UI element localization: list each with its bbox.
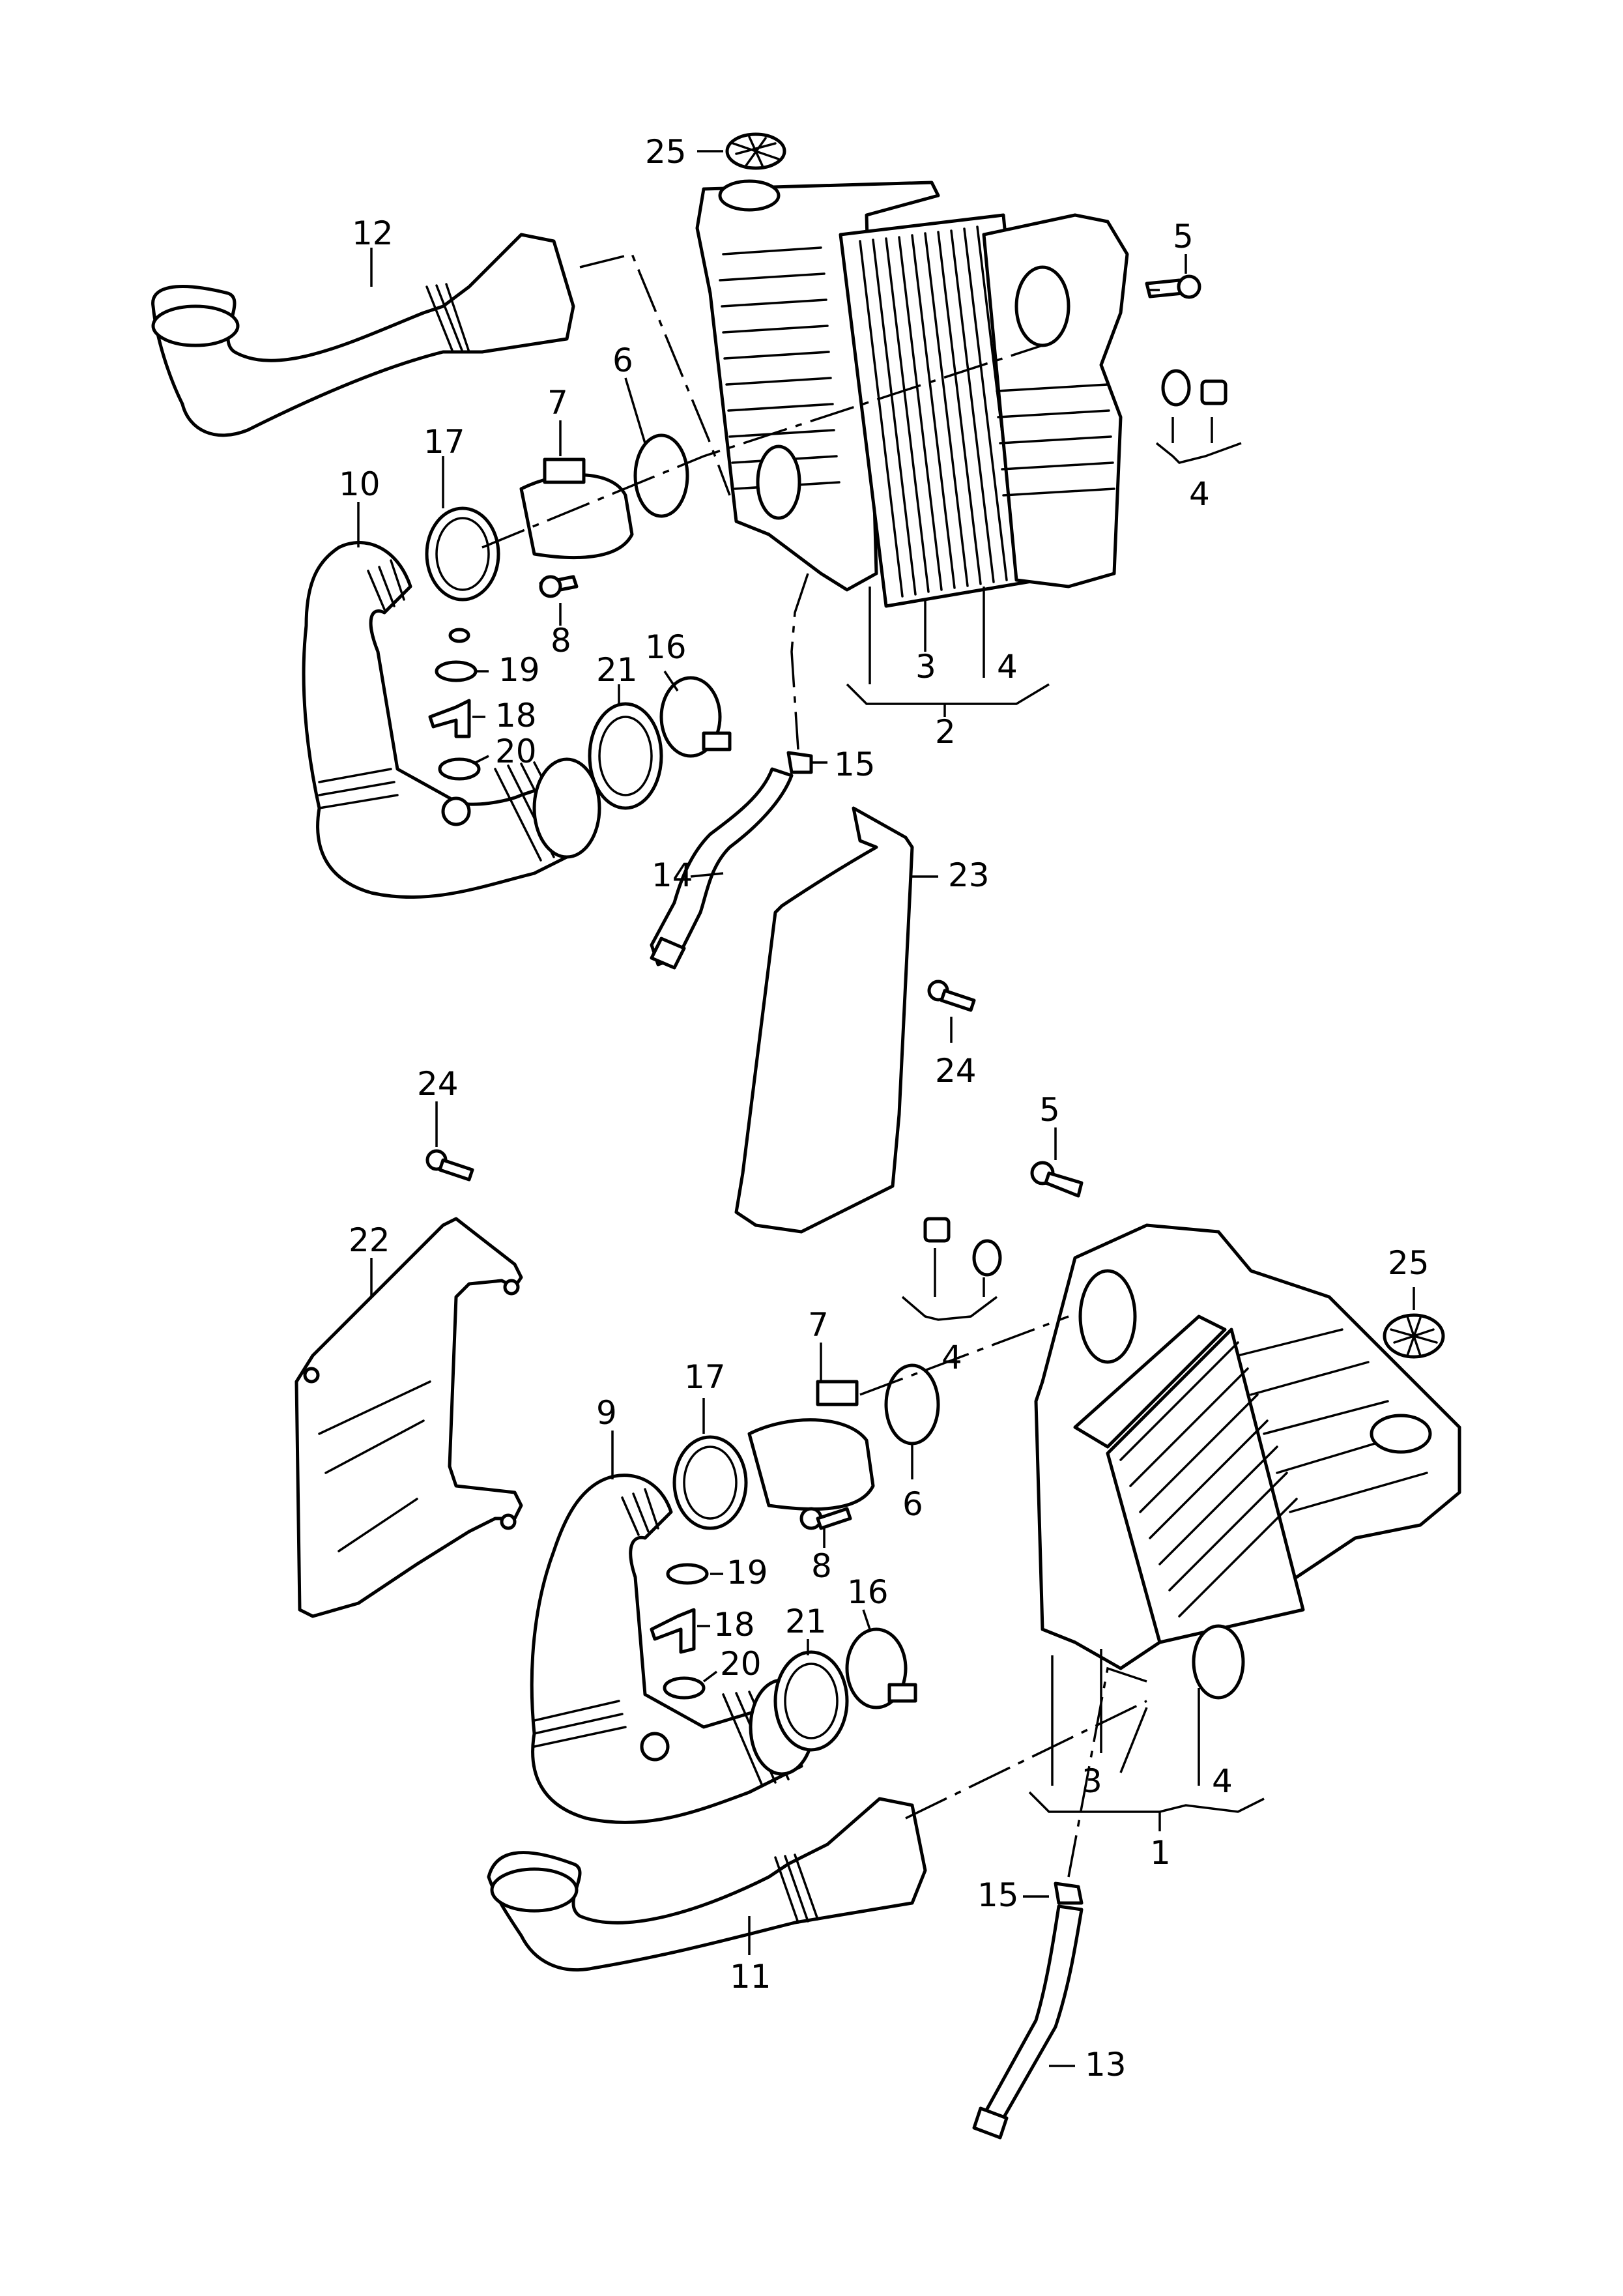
part-16-hose-clamp-bottom [845,1609,917,1709]
part-15-clip-bottom [1023,1882,1084,1905]
part-23-heat-shield-top [734,806,914,1234]
part-8-screw-bottom [799,1507,852,1548]
part-12-intake-duct-top [151,233,575,437]
label-16: 16 [847,1573,889,1611]
label-19: 19 [726,1554,768,1591]
label-2: 2 [935,713,956,751]
label-5: 5 [1039,1091,1060,1129]
label-14: 14 [652,856,693,894]
label-16: 16 [645,628,687,666]
air-filter-housing-top [695,179,1129,608]
label-20: 20 [720,1645,762,1683]
part-20-clip-bottom [663,1670,718,1700]
label-1: 1 [1150,1834,1171,1872]
part-19-clip-top [435,628,478,682]
part-6-o-ring-bottom [884,1363,940,1479]
label-6: 6 [902,1485,923,1523]
part-14-breather-hose-top [650,767,794,970]
label-24: 24 [417,1065,459,1103]
part-5-screw-bottom [1030,1127,1084,1198]
label-22: 22 [349,1221,390,1259]
label-17: 17 [424,423,465,461]
bottom-assembly: 24 5 22 25 7 17 4 9 6 19 8 16 18 21 20 3… [294,1065,1461,2140]
part-13-breather-hose-bottom [972,1904,1084,2140]
part-25-grille-cap-bottom [1383,1287,1445,1359]
part-8-screw-top [539,575,579,598]
label-15: 15 [834,746,876,783]
label-8: 8 [551,622,571,660]
part-25-grille-cap-top [697,132,786,170]
part-22-heat-shield-bottom [294,1217,523,1618]
label-19: 19 [498,651,540,689]
part-4-grommets-bottom [901,1217,1002,1321]
label-5: 5 [1173,218,1194,255]
part-10-intake-pipe-top [302,541,601,899]
part-24-screw-bottom [425,1101,474,1182]
part-24-screw-top [927,980,976,1012]
part-15-clip-top [786,751,813,774]
label-20: 20 [495,733,537,770]
label-25: 25 [645,133,687,171]
label-7: 7 [547,384,568,422]
label-15: 15 [977,1876,1019,1914]
label-21: 21 [596,651,638,689]
label-4-filter: 4 [1212,1762,1233,1800]
part-21-coupling-top [588,702,663,810]
label-4-grommets: 4 [1189,475,1210,513]
part-21-coupling-bottom [773,1639,849,1752]
label-17: 17 [684,1358,726,1396]
label-18: 18 [495,697,537,734]
part-19-clip-bottom [666,1563,723,1585]
part-17-clamp-top [425,506,500,602]
label-25: 25 [1388,1244,1429,1282]
label-13: 13 [1085,2046,1127,2084]
label-18: 18 [713,1606,755,1644]
part-17-clamp-bottom [672,1398,748,1530]
part-7-mass-air-flow-sensor-bottom [747,1343,875,1511]
label-7: 7 [808,1306,829,1344]
part-11-intake-duct-bottom [487,1797,927,1972]
part-4-grommets-top [1155,369,1242,464]
label-21: 21 [785,1603,827,1640]
part-16-hose-clamp-top [659,676,732,758]
part-5-screw-top [1145,274,1201,299]
label-3: 3 [915,648,936,686]
top-assembly: 25 12 5 7 6 17 10 4 8 19 16 21 18 3 4 20… [151,132,1242,1234]
label-6: 6 [612,341,633,379]
label-8: 8 [811,1547,832,1585]
label-12: 12 [352,214,394,252]
label-24: 24 [935,1052,977,1090]
label-4-grommets: 4 [941,1339,962,1376]
part-18-sensor-top [428,699,471,738]
label-11: 11 [730,1958,771,1996]
part-7-mass-air-flow-sensor-top [519,458,634,560]
part-20-clip-top [438,757,481,781]
label-4-filter: 4 [997,648,1018,686]
part-18-sensor-bottom [650,1608,710,1654]
label-23: 23 [948,856,990,894]
air-filter-housing-bottom [1034,1223,1461,1700]
part-6-o-ring-top [633,433,689,518]
label-3: 3 [1082,1762,1102,1800]
label-10: 10 [339,465,381,503]
label-9: 9 [596,1394,617,1432]
